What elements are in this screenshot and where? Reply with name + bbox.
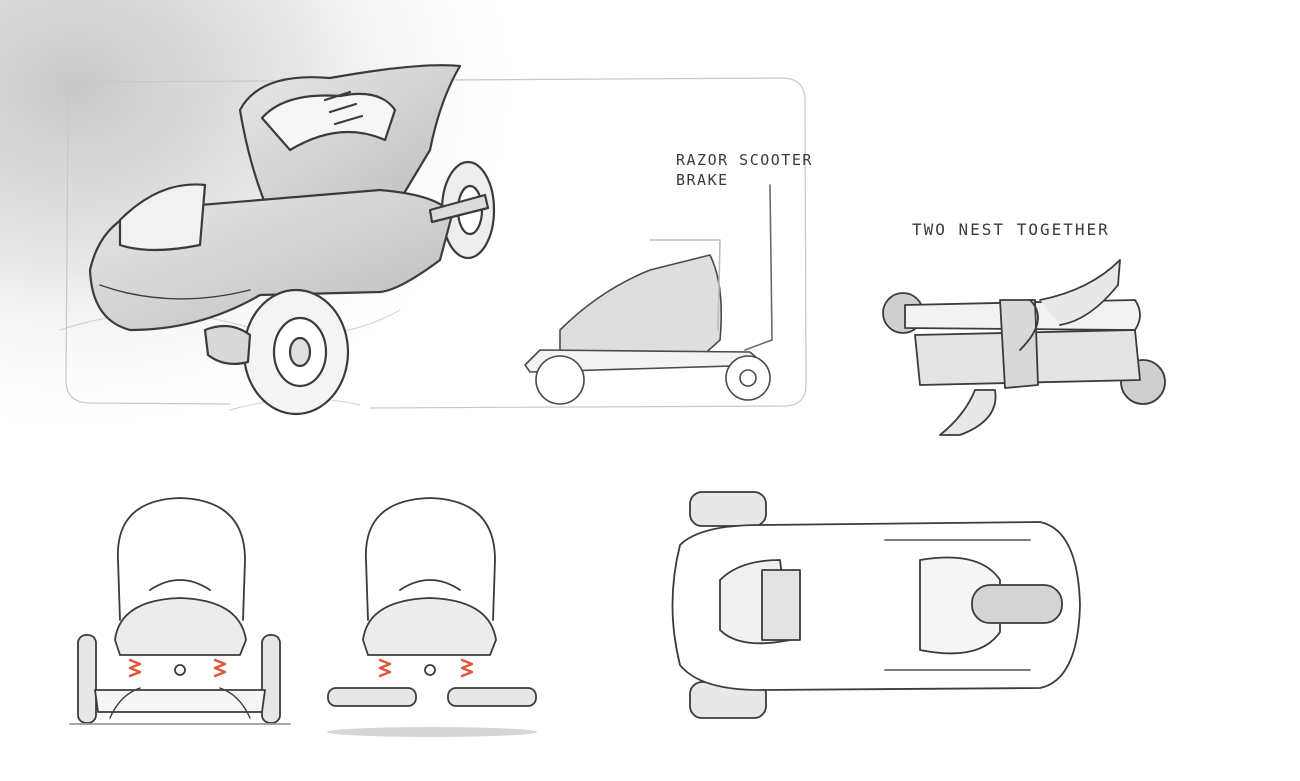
annotation-razor-scooter-brake: RAZOR SCOOTER BRAKE [676, 151, 813, 189]
sketch-frame [65, 77, 807, 409]
front-view-kart-sketch-2 [327, 497, 537, 737]
annotation-two-nest-together: TWO NEST TOGETHER [912, 220, 1110, 239]
nested-karts-sketch [882, 259, 1166, 436]
top-view-kart-sketch [671, 491, 1081, 719]
perspective-kart-sketch [59, 64, 496, 416]
side-view-kart-sketch [524, 184, 773, 405]
front-view-kart-sketch-1 [69, 497, 291, 725]
